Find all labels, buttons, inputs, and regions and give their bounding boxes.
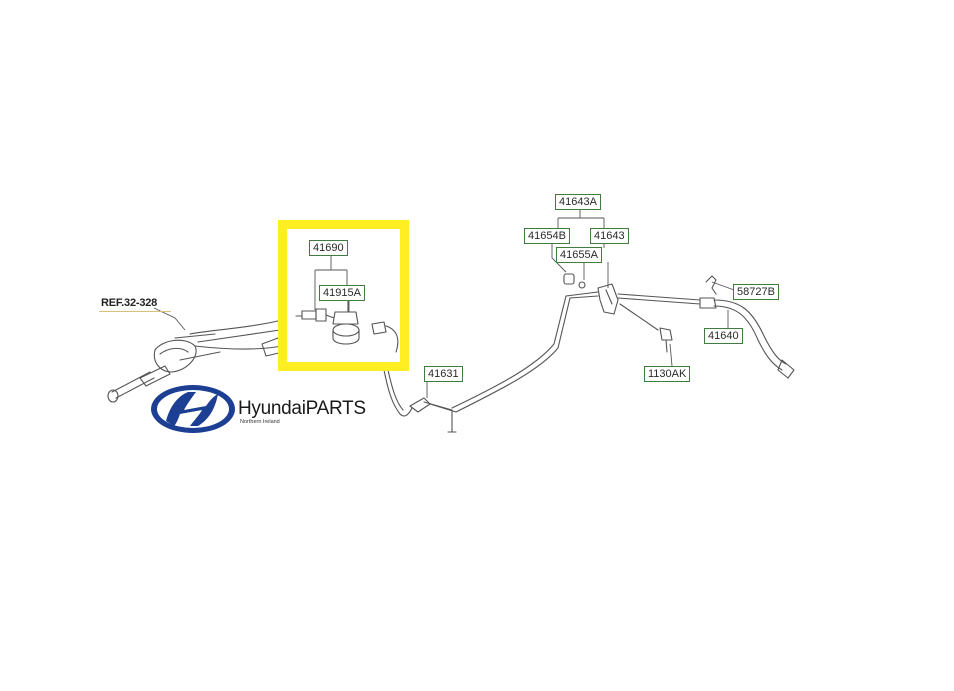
part-label-41915a[interactable]: 41915A (319, 285, 365, 301)
part-label-41655a[interactable]: 41655A (556, 247, 602, 263)
clutch-hose-drawing (295, 294, 399, 353)
part-label-41640[interactable]: 41640 (704, 328, 743, 344)
logo-subtitle: Northern Ireland (240, 419, 280, 425)
part-label-41690[interactable]: 41690 (309, 240, 348, 256)
hyundai-emblem-logo (151, 385, 235, 433)
logo-wordmark: HyundaiPARTS (238, 398, 366, 419)
part-label-41654b[interactable]: 41654B (524, 228, 570, 244)
clutch-tube-41631-drawing (383, 291, 599, 433)
part-label-58727b[interactable]: 58727B (733, 284, 779, 300)
reference-label[interactable]: REF.32-328 (101, 297, 158, 309)
selected-part-highlight (278, 220, 409, 371)
master-cylinder-drawing (107, 319, 284, 403)
bracket-assembly-drawing (563, 273, 795, 379)
part-label-41631[interactable]: 41631 (424, 366, 463, 382)
reference-underline (99, 311, 171, 312)
part-label-41643a[interactable]: 41643A (555, 194, 601, 210)
part-label-1130ak[interactable]: 1130AK (644, 366, 691, 382)
part-label-41643[interactable]: 41643 (590, 228, 629, 244)
